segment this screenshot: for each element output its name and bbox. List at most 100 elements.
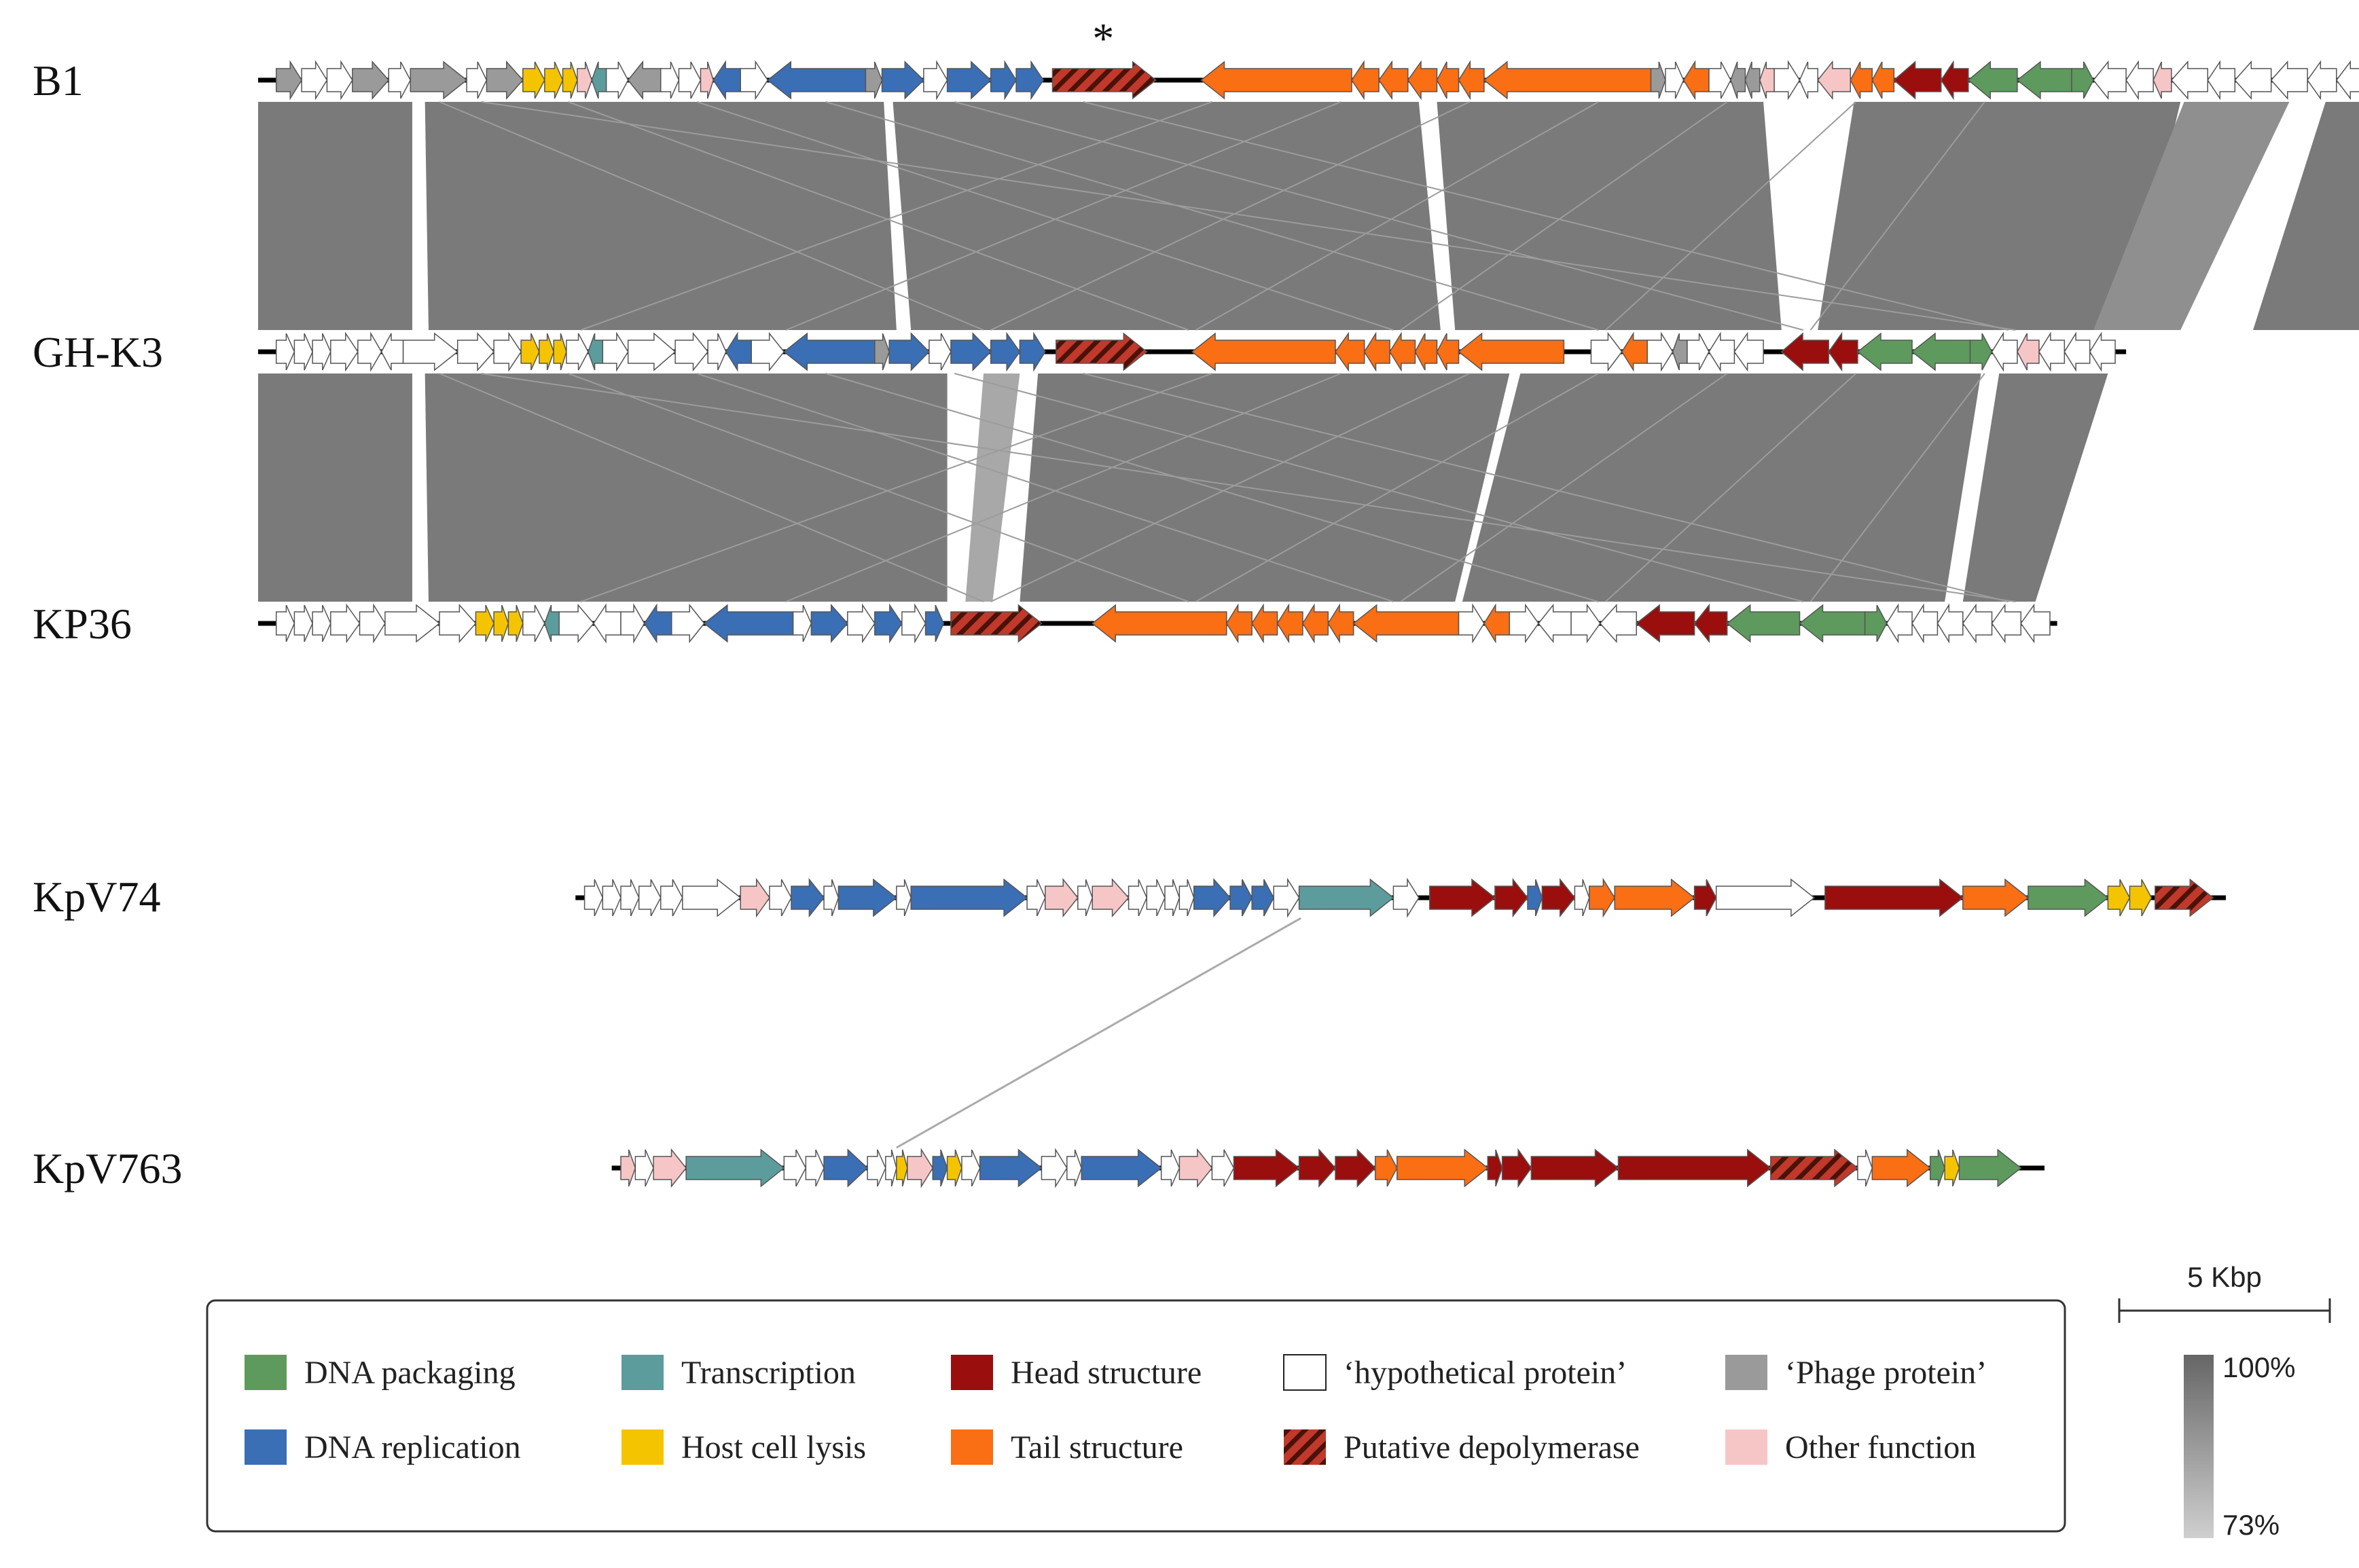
host_cell_lysis-gene-arrow (520, 333, 540, 371)
synteny-link (439, 373, 984, 602)
other-gene-arrow (577, 61, 593, 99)
synteny-link (990, 373, 1470, 602)
hypothetical-gene-arrow (1458, 603, 1485, 644)
hypothetical-gene-arrow (1026, 879, 1046, 917)
host_cell_lysis-gene-arrow (493, 604, 509, 642)
phage_protein-gene-arrow (1672, 333, 1688, 371)
synteny-link (825, 373, 1599, 602)
dna_replication-gene-arrow (932, 1149, 948, 1187)
hypothetical-gene-arrow (493, 331, 522, 372)
hypothetical-gene-arrow (2207, 60, 2236, 101)
other-gene-arrow (1178, 1148, 1213, 1188)
hypothetical-gene-arrow (1646, 331, 1674, 372)
dna_replication-gene-arrow (1229, 879, 1253, 917)
tail_structure-gene-arrow (1251, 603, 1278, 644)
synteny-link (1195, 101, 1599, 331)
synteny-block (893, 102, 1441, 330)
dna_replication-gene-arrow (924, 604, 945, 642)
dna_packaging-gene-arrow (1864, 604, 1888, 642)
hypothetical-gene-arrow (593, 603, 622, 644)
tail_structure-gene-arrow (1378, 60, 1409, 101)
synteny-link (785, 373, 1341, 602)
hypothetical-gene-arrow (1128, 879, 1148, 917)
synteny-block (2253, 102, 2359, 330)
head_structure-gene-arrow (1635, 604, 1695, 643)
synteny-link (568, 101, 1189, 331)
head_structure-gene-arrow (1693, 879, 1717, 917)
hypothetical-gene-arrow (769, 879, 792, 917)
hypothetical-gene-arrow (660, 61, 680, 99)
phage_protein-gene-arrow (874, 333, 890, 371)
dna_replication-gene-arrow (1081, 1148, 1162, 1188)
dna_replication-gene-arrow (783, 332, 876, 371)
hypothetical-gene-arrow (1886, 603, 1913, 644)
synteny-link (1605, 101, 1856, 331)
hypothetical-gene-arrow (674, 331, 709, 372)
identity-max-label: 100% (2222, 1351, 2295, 1383)
head_structure-gene-arrow (1429, 878, 1496, 917)
synteny-link (1400, 101, 1728, 331)
hypothetical-gene-arrow (359, 603, 386, 644)
legend-label: Putative depolymerase (1344, 1429, 1640, 1465)
hypothetical-gene-arrow (566, 333, 589, 371)
synteny-link (481, 101, 2016, 331)
genome-name: KpV763 (33, 1144, 182, 1192)
hypothetical-gene-arrow (466, 61, 488, 99)
hypothetical-gene-arrow (1599, 604, 1637, 643)
hypothetical-gene-arrow (634, 1149, 654, 1187)
hypothetical-gene-arrow (792, 604, 812, 642)
head_structure-gene-arrow (1501, 1148, 1532, 1188)
legend-swatch (1284, 1429, 1326, 1465)
host_cell_lysis-gene-arrow (2107, 879, 2131, 917)
dna_replication-gene-arrow (838, 878, 898, 917)
tail_structure-gene-arrow (1363, 331, 1390, 372)
hypothetical-gene-arrow (583, 879, 604, 917)
depolymerase-gene-arrow (1051, 60, 1157, 100)
hypothetical-gene-arrow (1799, 61, 1818, 99)
hypothetical-gene-arrow (326, 60, 353, 101)
hypothetical-gene-arrow (671, 603, 705, 644)
synteny-link (439, 101, 984, 331)
hypothetical-gene-arrow (847, 603, 876, 644)
tail_structure-gene-arrow (1302, 603, 1329, 644)
hypothetical-gene-arrow (1164, 879, 1181, 917)
synteny-block (1962, 373, 2108, 602)
legend-label: ‘hypothetical protein’ (1344, 1355, 1627, 1391)
genome-name: KP36 (33, 600, 132, 648)
head_structure-gene-arrow (1298, 1148, 1336, 1188)
scale-length-label: 5 Kbp (2187, 1261, 2262, 1293)
hypothetical-gene-arrow (275, 333, 295, 371)
synteny-link (990, 101, 1470, 331)
genome-track-3: KpV74 (33, 873, 2226, 921)
dna_replication-gene-arrow (910, 878, 1028, 917)
synteny-block (425, 373, 948, 602)
dna_replication-gene-arrow (767, 60, 867, 100)
hypothetical-gene-arrow (1077, 879, 1093, 917)
tail_structure-gene-arrow (1276, 603, 1303, 644)
synteny-link (1083, 373, 2009, 602)
legend-label: DNA packaging (304, 1355, 516, 1391)
dna_packaging-gene-arrow (1726, 604, 1801, 643)
head_structure-gene-arrow (1824, 878, 1964, 917)
host_cell_lysis-gene-arrow (522, 61, 545, 99)
tail_structure-gene-arrow (1327, 603, 1354, 644)
synteny-link (896, 917, 1301, 1149)
host_cell_lysis-gene-arrow (946, 1149, 962, 1187)
identity-gradient: 100% 73% (2184, 1351, 2295, 1541)
dna_replication-gene-arrow (823, 1148, 869, 1188)
hypothetical-gene-arrow (1857, 1149, 1873, 1187)
head_structure-gene-arrow (1617, 1148, 1771, 1188)
hypothetical-gene-arrow (275, 604, 295, 642)
dna_packaging-gene-arrow (1799, 604, 1866, 643)
dna_replication-gene-arrow (725, 331, 752, 372)
hypothetical-gene-arrow (1911, 603, 1939, 644)
transcription-gene-arrow (544, 604, 560, 642)
dna_replication-gene-arrow (881, 60, 924, 100)
tail_structure-gene-arrow (1191, 332, 1336, 371)
phage_protein-gene-arrow (865, 61, 883, 99)
hypothetical-gene-arrow (885, 1149, 897, 1187)
tail_structure-gene-arrow (1335, 331, 1365, 372)
hypothetical-gene-arrow (1708, 331, 1735, 372)
legend-label: Head structure (1011, 1355, 1202, 1391)
head_structure-gene-arrow (1530, 1148, 1619, 1188)
